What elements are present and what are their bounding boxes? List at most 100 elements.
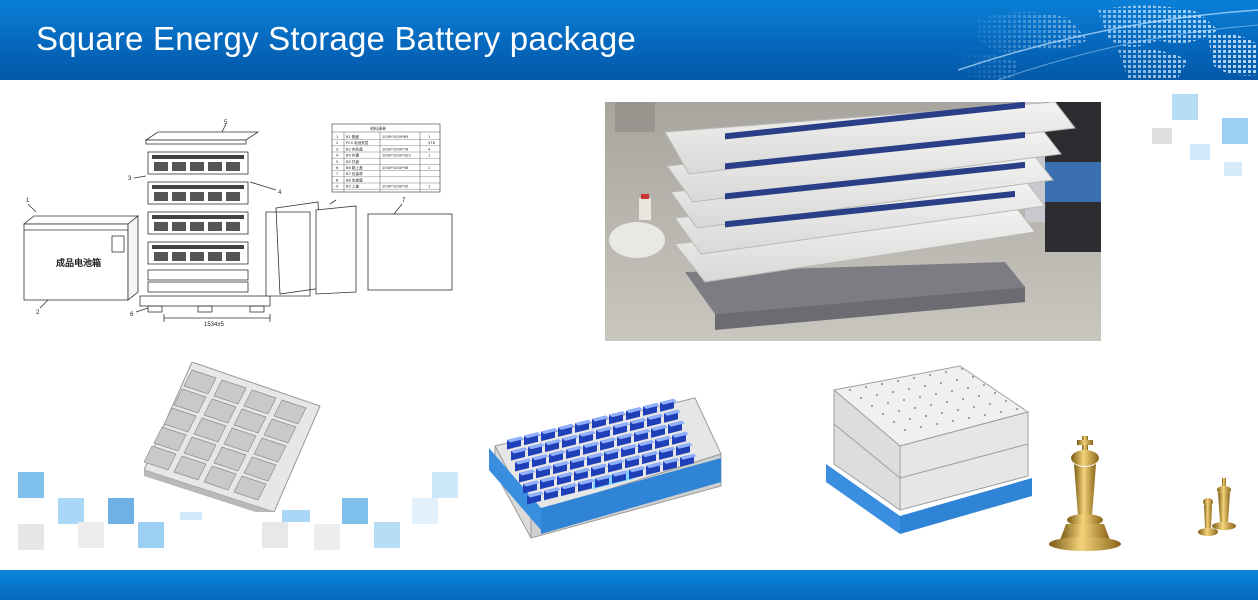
bom-cell: B5 托盘 [346, 159, 359, 164]
bom-cell: 7 [336, 172, 338, 176]
bom-cell: B8 包装膜 [346, 177, 363, 182]
battery-cell [613, 422, 630, 436]
lid-hole [972, 405, 976, 409]
battery-cell [612, 470, 629, 484]
tray-cell [253, 437, 287, 463]
tray-cell [173, 455, 207, 481]
lid-hole [908, 417, 912, 421]
tray-cell [213, 446, 247, 472]
callout-4: 4 [278, 190, 282, 196]
tray-cell [153, 426, 187, 452]
lid-hole [982, 383, 986, 387]
lid-hole [896, 379, 900, 383]
lid-hole [966, 386, 970, 390]
lid-hole [886, 401, 890, 405]
battery-cell [629, 466, 646, 480]
battery-cell [604, 448, 621, 462]
bom-cell: 1 [336, 135, 338, 139]
battery-cell [515, 458, 532, 472]
bom-cell: 1 [428, 135, 430, 139]
lid-hole [983, 413, 987, 417]
lid-hole [988, 402, 992, 406]
battery-cell [655, 435, 672, 449]
filled-battery-pallet-render [489, 397, 722, 539]
lid-hole [864, 385, 868, 389]
tray-cell [173, 388, 207, 414]
battery-cell [557, 472, 574, 486]
battery-cell [609, 411, 626, 425]
tray-cell [233, 408, 267, 434]
bom-cell: B6 箱上盖 [346, 165, 363, 170]
dimension-label: 1534±5 [204, 322, 225, 328]
lid-hole [945, 400, 949, 404]
battery-cell [528, 443, 545, 457]
chess-king-icon [1049, 436, 1121, 551]
battery-cell [621, 444, 638, 458]
tray-cell [223, 427, 257, 453]
battery-cell [643, 402, 660, 416]
callout-3: 3 [128, 176, 132, 182]
bom-cell: 3 [336, 147, 338, 151]
lid-hole [999, 410, 1003, 414]
battery-cell [519, 469, 536, 483]
battery-cell [558, 423, 575, 437]
bom-cell: 1000*1000*58 [382, 166, 409, 170]
bom-cell: 1030*1030*35 [382, 185, 408, 189]
bom-cell: 4 [336, 154, 339, 158]
lid-hole [902, 398, 906, 402]
bom-cell: 1 [428, 166, 430, 170]
bom-cell: 2 [336, 141, 338, 145]
battery-cell [570, 456, 587, 470]
battery-cell [626, 407, 643, 421]
battery-cell [553, 461, 570, 475]
battery-cell [541, 428, 558, 442]
battery-cell [511, 447, 528, 461]
battery-cell [545, 439, 562, 453]
battery-cell [672, 431, 689, 445]
lid-hole [913, 406, 917, 410]
lid-hole [924, 414, 928, 418]
battery-cell [561, 483, 578, 497]
battery-cell [540, 476, 557, 490]
lid-hole [961, 397, 965, 401]
lid-hole [892, 420, 896, 424]
tray-cell [183, 436, 217, 462]
tray-cell [243, 389, 277, 415]
lid-hole [919, 425, 923, 429]
battery-cell [507, 436, 524, 450]
battery-cell [625, 455, 642, 469]
lid-hole [859, 396, 863, 400]
callout-6: 6 [130, 312, 134, 318]
bom-cell: 1 [428, 154, 430, 158]
lid-hole [918, 395, 922, 399]
lid-hole [929, 403, 933, 407]
tray-cell [193, 417, 227, 443]
lid-hole [870, 404, 874, 408]
lid-hole [956, 408, 960, 412]
callout-5: 5 [224, 120, 228, 126]
battery-cell [566, 445, 583, 459]
battery-cell [575, 419, 592, 433]
battery-cell [680, 453, 697, 467]
battery-cell [532, 454, 549, 468]
tray-cell [213, 379, 247, 405]
bom-cell: 8 [336, 178, 339, 182]
lid-hole [1004, 399, 1008, 403]
battery-cell [536, 465, 553, 479]
battery-cell [579, 430, 596, 444]
lid-hole [912, 376, 916, 380]
battery-cell [659, 446, 676, 460]
tray-cell [183, 369, 217, 395]
bom-cell: 1000*1000*78 [382, 147, 409, 151]
lid-hole [939, 381, 943, 385]
tray-cell [203, 465, 237, 491]
bom-cell: B7 包装带 [346, 171, 363, 176]
battery-cell [638, 440, 655, 454]
battery-cell [587, 452, 604, 466]
slide-title: Square Energy Storage Battery package [36, 20, 636, 57]
callout-7: 7 [402, 198, 406, 204]
empty-cell-tray-render [144, 362, 321, 512]
battery-cell [651, 424, 668, 438]
battery-cell [630, 418, 647, 432]
